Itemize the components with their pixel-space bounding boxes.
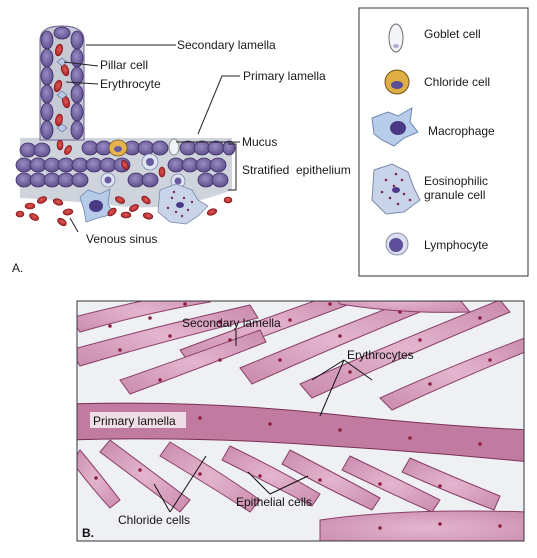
panel-b-labels: Secondary lamella Erythrocytes Primary l… — [82, 316, 414, 540]
upper-secondary-lamellae — [77, 301, 524, 411]
legend-label-granule-cell: granule cell — [424, 188, 485, 202]
chloride-cell-icon — [384, 69, 410, 95]
legend-label-goblet-cell: Goblet cell — [424, 27, 481, 41]
legend-label-eosinophilic: Eosinophilic — [424, 174, 488, 188]
epithelium-goblet-cell — [168, 138, 180, 156]
panel-a-letter: A. — [12, 261, 23, 275]
label-b-erythrocytes: Erythrocytes — [347, 348, 414, 362]
label-b-epithelial-cells: Epithelial cells — [236, 495, 312, 509]
eosinophilic-granule-cell — [157, 183, 209, 225]
label-primary-lamella: Primary lamella — [243, 69, 326, 83]
panel-a-labels: Secondary lamella Pillar cell Erythrocyt… — [86, 38, 351, 246]
legend-label-macrophage: Macrophage — [428, 124, 495, 138]
label-mucus: Mucus — [242, 135, 277, 149]
panel-b-leader-lines — [153, 330, 373, 513]
eosinophilic-granule-cell-icon — [371, 163, 421, 215]
label-secondary-lamella: Secondary lamella — [177, 38, 276, 52]
label-epithelium: epithelium — [296, 163, 351, 177]
macrophage-icon — [371, 107, 419, 147]
label-venous-sinus: Venous sinus — [86, 232, 157, 246]
lower-secondary-lamellae — [77, 439, 501, 513]
legend-label-chloride-cell: Chloride cell — [424, 75, 490, 89]
panel-a-schematic: Secondary lamella Pillar cell Erythrocyt… — [12, 25, 351, 275]
panel-a-leader-lines — [63, 44, 240, 233]
label-backdrop-primary — [90, 412, 186, 428]
stratified-epithelium-cells — [15, 140, 236, 188]
bottom-tissue-strip — [319, 510, 524, 541]
pillar-cells — [56, 57, 68, 133]
secondary-lamella-erythrocytes — [53, 43, 71, 127]
primary-lamella-band — [77, 402, 524, 462]
label-b-chloride-cells: Chloride cells — [118, 513, 190, 527]
label-erythrocyte: Erythrocyte — [100, 77, 161, 91]
goblet-cell-icon — [388, 23, 404, 53]
stroma-erythrocytes — [56, 139, 166, 178]
epithelium-lymphocyte-nuclei — [104, 158, 182, 185]
label-b-secondary-lamella: Secondary lamella — [182, 316, 281, 330]
venous-sinus-erythrocytes — [15, 195, 233, 227]
secondary-lamella-epithelial-cells — [40, 26, 84, 140]
epithelium-chloride-cell — [108, 139, 128, 157]
panel-b-micrograph: Secondary lamella Erythrocytes Primary l… — [76, 300, 525, 542]
label-stratified: Stratified — [242, 163, 289, 177]
legend-frame — [358, 7, 529, 277]
label-b-primary-lamella: Primary lamella — [93, 414, 176, 428]
panel-b-letter: B. — [82, 526, 94, 540]
lymphocyte-icon — [385, 232, 409, 256]
micrograph-nuclei — [94, 302, 502, 530]
label-pillar-cell: Pillar cell — [100, 58, 148, 72]
cell-legend: Goblet cell Chloride cell Macrophage Eos… — [358, 7, 529, 277]
legend-label-lymphocyte: Lymphocyte — [424, 238, 489, 252]
macrophage-cell — [79, 188, 115, 223]
